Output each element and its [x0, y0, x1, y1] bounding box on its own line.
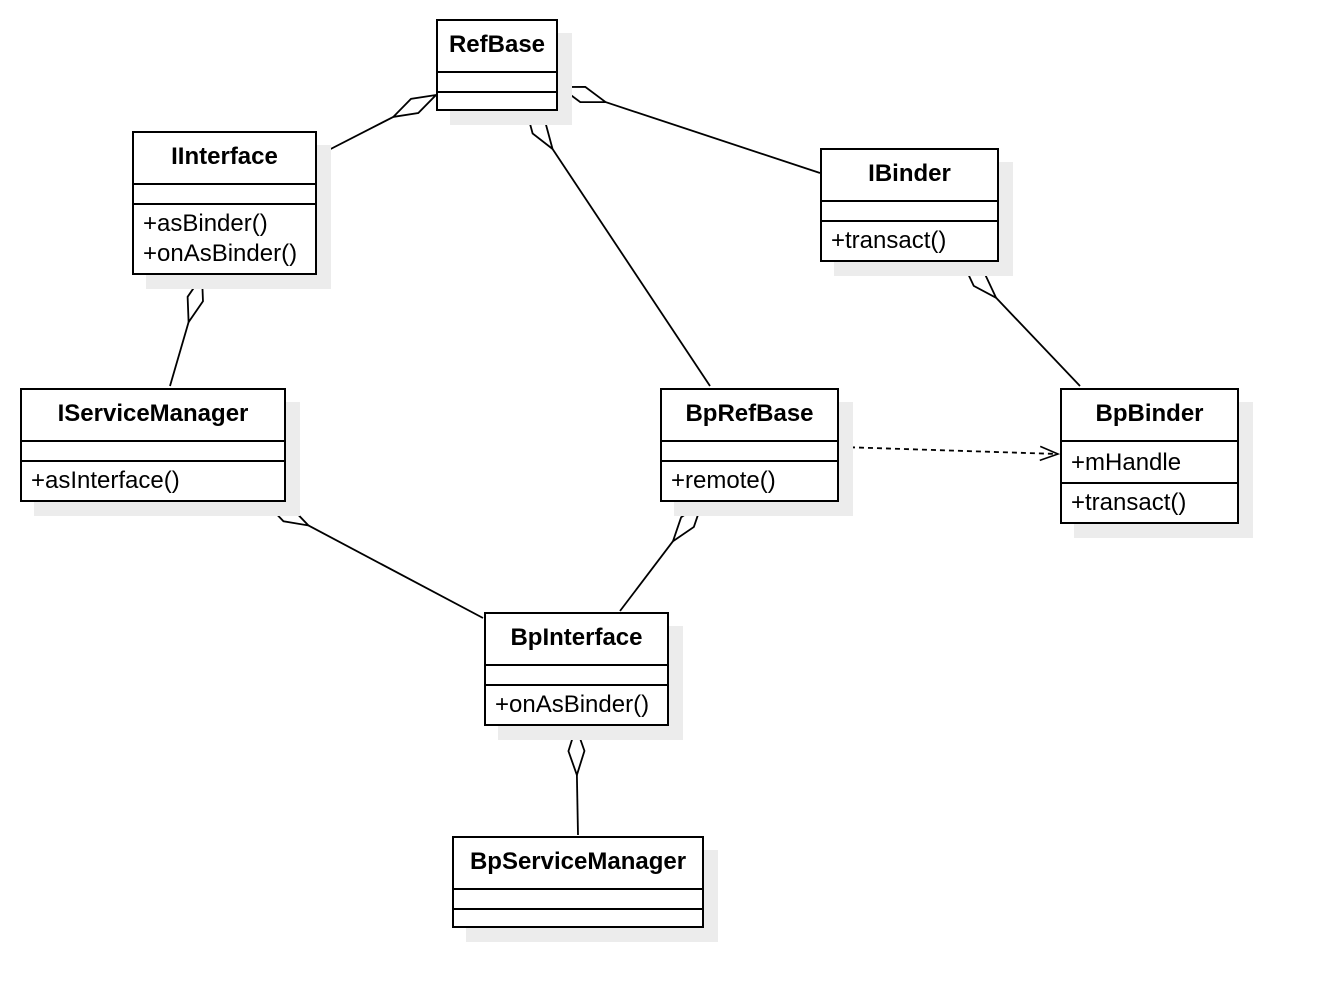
class-bp-binder: BpBinder +mHandle +transact(): [1060, 388, 1239, 524]
attributes-section: [134, 183, 315, 203]
aggregation-connector: [169, 273, 204, 387]
aggregation-line: [619, 540, 674, 612]
operation: +transact(): [831, 227, 947, 254]
aggregation-connector: [557, 86, 821, 174]
attributes-section: [822, 200, 997, 220]
class-name: BpServiceManager: [469, 848, 687, 875]
aggregation-line: [605, 101, 821, 174]
aggregation-line: [995, 297, 1081, 387]
attributes-section: [662, 440, 837, 460]
aggregation-line: [551, 148, 711, 387]
operations-section: +remote(): [662, 460, 837, 500]
aggregation-diamond: [186, 273, 204, 325]
class-i-interface: IInterface +asBinder() +onAsBinder(): [132, 131, 317, 275]
aggregation-diamond: [961, 260, 999, 300]
aggregation-diamond: [557, 86, 609, 104]
class-name: BpRefBase: [685, 400, 814, 427]
operation: +asInterface(): [31, 467, 180, 494]
operation: +asBinder(): [143, 210, 268, 237]
class-name: IBinder: [868, 160, 951, 187]
aggregation-line: [575, 774, 579, 836]
attributes-section: [454, 888, 702, 908]
aggregation-connector: [619, 500, 704, 612]
operations-section: [454, 908, 702, 926]
operations-section: +asInterface(): [22, 460, 284, 500]
operations-section: +transact(): [822, 220, 997, 260]
class-name: IInterface: [171, 143, 278, 170]
operations-section: [438, 91, 556, 109]
attributes-section: [438, 71, 556, 91]
attributes-section: [486, 664, 667, 684]
attribute: +mHandle: [1071, 449, 1182, 476]
class-bp-service-manager: BpServiceManager: [452, 836, 704, 928]
class-name: BpInterface: [510, 624, 643, 651]
aggregation-diamond: [390, 93, 439, 119]
class-i-service-manager: IServiceManager +asInterface(): [20, 388, 286, 502]
operation: +onAsBinder(): [495, 691, 650, 718]
aggregation-connector: [524, 106, 711, 387]
class-name: IServiceManager: [57, 400, 249, 427]
aggregation-diamond: [524, 106, 555, 152]
aggregation-line: [169, 321, 190, 387]
attributes-section: [22, 440, 284, 460]
operation: +onAsBinder(): [143, 240, 298, 267]
aggregation-connector: [316, 93, 439, 157]
operations-section: +asBinder() +onAsBinder(): [134, 203, 315, 273]
operation: +remote(): [671, 467, 776, 494]
aggregation-connector: [961, 260, 1081, 387]
dependency-line: [840, 447, 1058, 454]
aggregation-line: [316, 116, 394, 157]
aggregation-connector: [567, 724, 586, 836]
operation: +transact(): [1071, 489, 1187, 516]
class-i-binder: IBinder +transact(): [820, 148, 999, 262]
aggregation-diamond: [671, 500, 704, 544]
operations-section: +transact(): [1062, 482, 1237, 522]
aggregation-diamond: [567, 724, 586, 778]
class-name: RefBase: [448, 31, 546, 58]
class-name: BpBinder: [1095, 400, 1204, 427]
class-bp-ref-base: BpRefBase +remote(): [660, 388, 839, 502]
aggregation-connector: [263, 501, 484, 619]
class-ref-base: RefBase: [436, 19, 558, 111]
aggregation-diamond: [263, 501, 311, 527]
dependency-arrow: [840, 447, 1058, 454]
aggregation-line: [307, 524, 484, 619]
attributes-section: +mHandle: [1062, 440, 1237, 482]
class-bp-interface: BpInterface +onAsBinder(): [484, 612, 669, 726]
operations-section: +onAsBinder(): [486, 684, 667, 724]
